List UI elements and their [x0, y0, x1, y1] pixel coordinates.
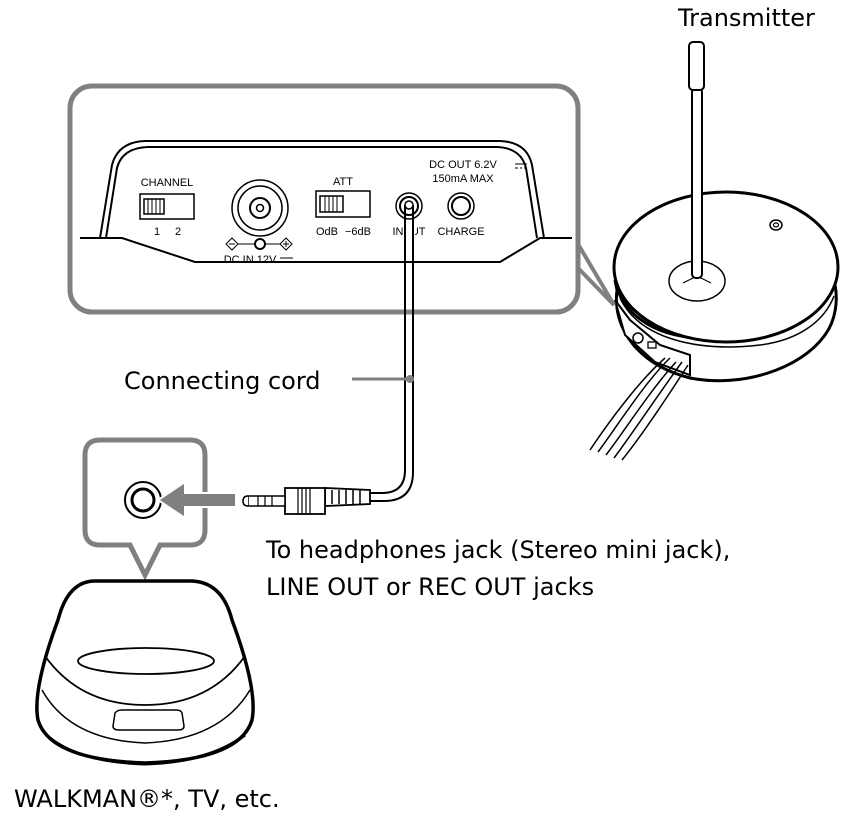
att-position-0db: OdB: [316, 226, 338, 238]
antenna-tip: [688, 41, 705, 91]
dc-out-label: DC OUT 6.2V: [429, 159, 497, 171]
charge-label: CHARGE: [437, 226, 484, 238]
transmitter-base-top: [612, 190, 840, 344]
channel-position-1: 1: [154, 226, 160, 238]
walkman-display: [77, 647, 215, 675]
walkman-device: [35, 579, 255, 766]
input-jack: [395, 192, 423, 220]
source-device-label: WALKMAN®*, TV, etc.: [14, 785, 280, 813]
insert-arrow-icon: [156, 480, 237, 520]
transmitter-device: [589, 41, 840, 461]
destination-label-line1: To headphones jack (Stereo mini jack),: [265, 536, 730, 564]
plug-tip: [247, 495, 286, 507]
att-label: ATT: [333, 176, 353, 188]
channel-switch: [139, 193, 195, 220]
destination-label-line2: LINE OUT or REC OUT jacks: [266, 573, 594, 601]
charge-jack: [447, 192, 475, 220]
antenna-rod: [691, 87, 703, 279]
att-position-minus6db: −6dB: [345, 226, 371, 238]
plug-body: [284, 487, 326, 515]
dc-in-label: DC IN 12V: [224, 254, 277, 266]
rear-panel: [80, 140, 572, 263]
channel-position-2: 2: [175, 226, 181, 238]
channel-label: CHANNEL: [141, 177, 194, 189]
walkman-button: [112, 709, 185, 731]
att-switch: [315, 190, 371, 218]
dc-in-jack: [231, 179, 289, 237]
callout-frame: [67, 83, 581, 315]
connecting-cord-label: Connecting cord: [124, 367, 321, 395]
rear-panel-callout: [67, 83, 616, 315]
connecting-cord: [242, 200, 415, 515]
callout-pointer: [576, 242, 616, 307]
att-switch-knob: [319, 195, 344, 213]
channel-switch-knob: [143, 198, 165, 215]
dc-out-rating: 150mA MAX: [432, 173, 494, 185]
jack-callout: [82, 437, 237, 581]
transmitter-label: Transmitter: [677, 4, 815, 32]
connecting-cord-leader-dot: [406, 375, 414, 383]
